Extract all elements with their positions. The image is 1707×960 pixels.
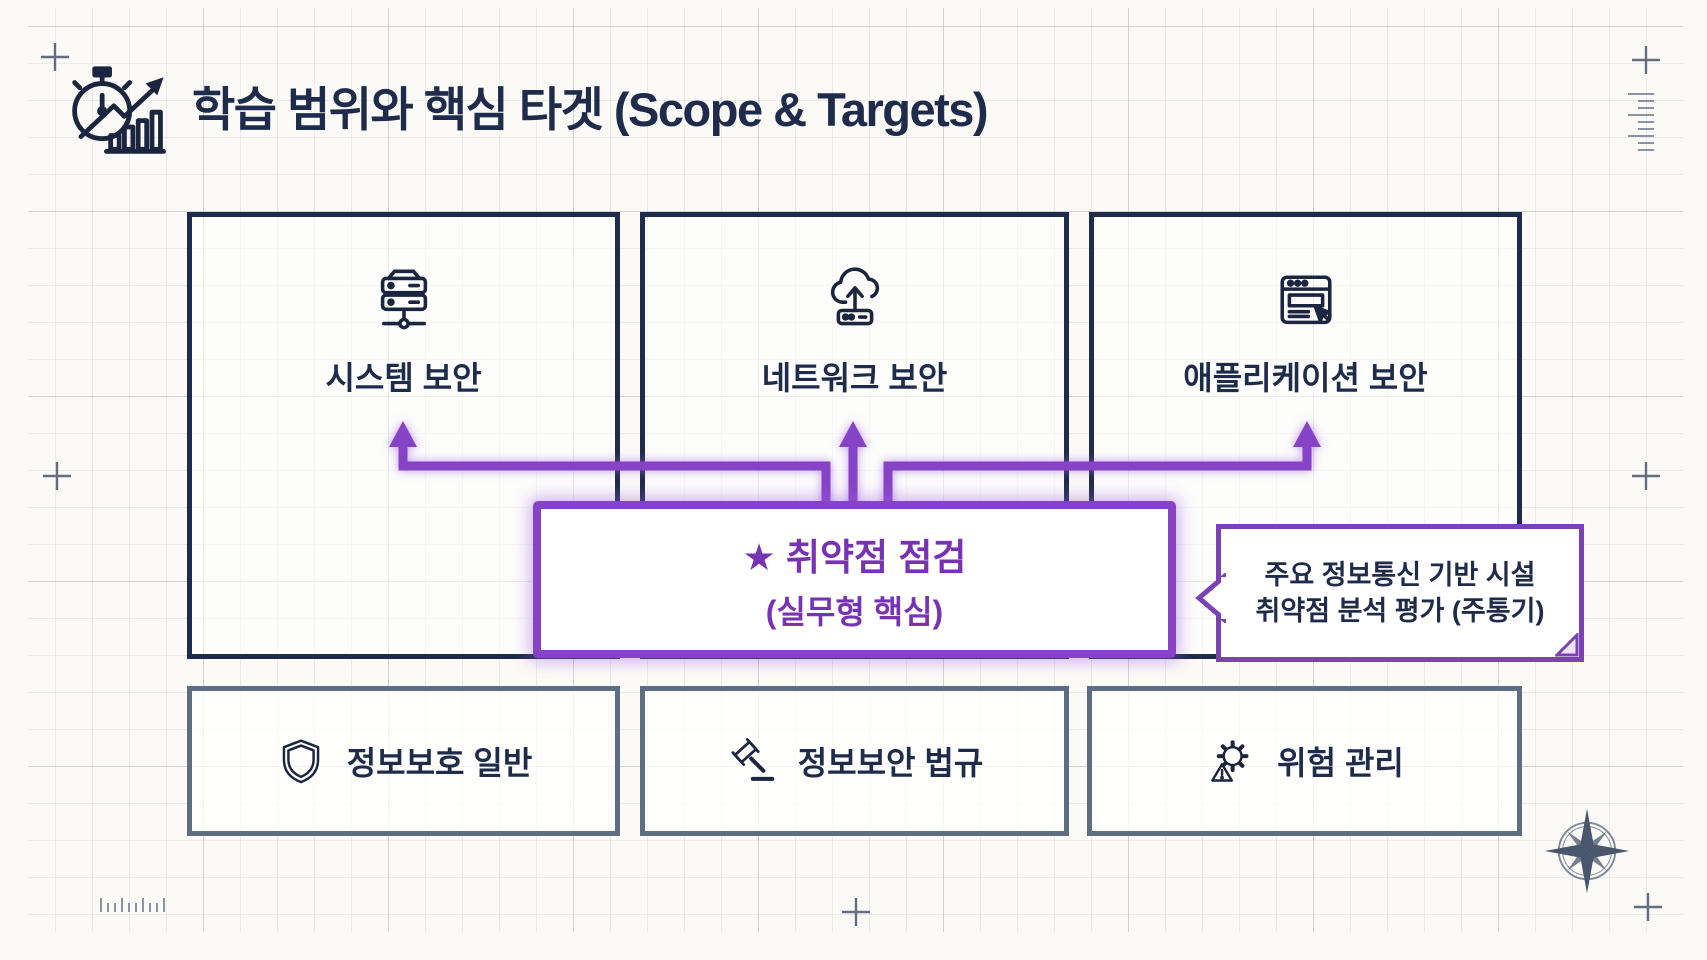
crosshair-mark	[842, 898, 870, 926]
box-infosec-law: 정보보안 법규	[640, 686, 1069, 836]
box-label-infosec-law: 정보보안 법규	[797, 745, 984, 781]
shield-icon	[275, 735, 327, 787]
highlight-box-vulnerability-check: ★ 취약점 점검 (실무형 핵심)	[533, 501, 1176, 658]
header: 학습 범위와 핵심 타겟 (Scope & Targets)	[64, 56, 989, 162]
crosshair-mark	[41, 43, 69, 71]
browser-window-cursor-icon	[1268, 263, 1344, 339]
box-label-network-security: 네트워크 보안	[761, 360, 948, 396]
box-risk-management: 위험 관리	[1087, 686, 1522, 836]
callout-tail	[1195, 573, 1226, 623]
crosshair-mark	[1632, 462, 1660, 490]
callout-line1: 주요 정보통신 기반 시설	[1264, 559, 1536, 590]
callout-line2: 취약점 분석 평가 (주통기)	[1255, 596, 1545, 626]
stopwatch-growth-chart-icon	[64, 56, 170, 162]
gavel-icon	[726, 735, 778, 787]
callout-bubble: 주요 정보통신 기반 시설 취약점 분석 평가 (주통기)	[1195, 524, 1584, 662]
box-label-application-security: 애플리케이션 보안	[1183, 360, 1428, 396]
ruler-ticks-horizontal	[100, 898, 165, 912]
crosshair-mark	[43, 462, 71, 490]
callout-folded-corner	[1555, 633, 1579, 657]
box-label-infosec-general: 정보보호 일반	[346, 745, 533, 781]
highlight-line1: ★ 취약점 점검	[742, 536, 967, 578]
page-title: 학습 범위와 핵심 타겟 (Scope & Targets)	[192, 82, 989, 136]
cloud-network-icon	[817, 263, 893, 339]
server-icon	[366, 263, 442, 339]
ruler-ticks-vertical	[1628, 88, 1654, 151]
gear-warning-icon	[1205, 735, 1257, 787]
compass-rose-icon	[1540, 804, 1634, 898]
highlight-arrows	[389, 421, 1321, 511]
box-label-system-security: 시스템 보안	[325, 360, 482, 396]
box-infosec-general: 정보보호 일반	[187, 686, 620, 836]
crosshair-mark	[1632, 46, 1660, 74]
crosshair-mark	[1634, 893, 1662, 921]
box-label-risk-management: 위험 관리	[1277, 745, 1404, 781]
highlight-line2: (실무형 핵심)	[765, 593, 944, 630]
